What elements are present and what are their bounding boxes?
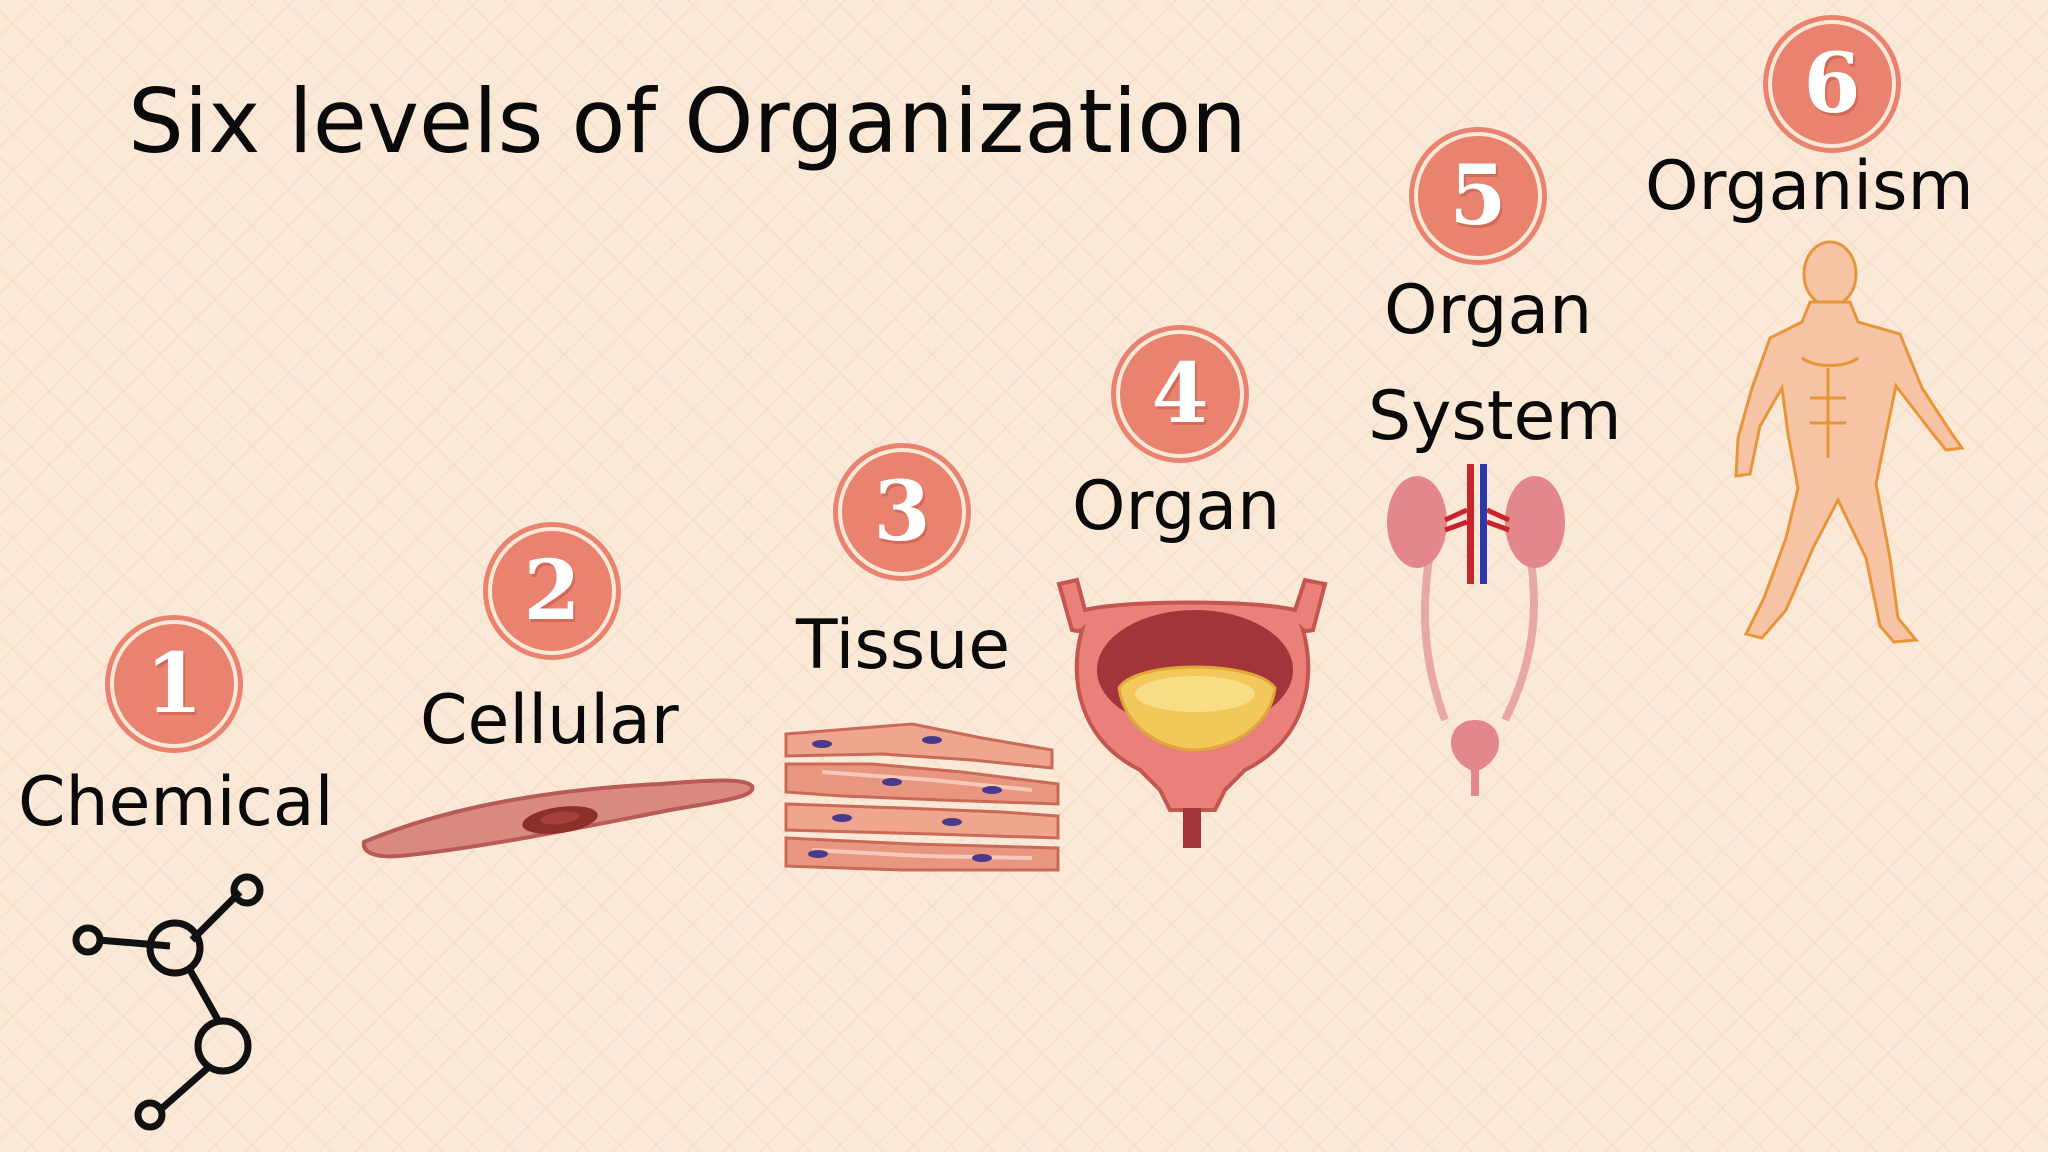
muscle-cell-icon (361, 778, 755, 859)
page-title: Six levels of Organization (128, 70, 1247, 173)
human-body-icon (1734, 240, 1965, 644)
level-1-badge: 1 (110, 620, 238, 748)
level-6-label: Organism (1645, 147, 1974, 226)
level-2-label: Cellular (420, 681, 679, 760)
level-2-badge: 2 (488, 527, 616, 655)
level-5-label-line2: System (1368, 377, 1622, 456)
level-3-badge: 3 (838, 448, 966, 576)
level-5-badge: 5 (1414, 132, 1542, 260)
level-4-badge: 4 (1116, 330, 1244, 458)
urinary-system-icon (1387, 464, 1565, 796)
level-1-label: Chemical (18, 763, 334, 842)
level-3-label: Tissue (796, 606, 1011, 685)
level-5-label-line1: Organ (1384, 271, 1593, 350)
level-6-badge: 6 (1768, 20, 1896, 148)
molecule-icon (72, 873, 264, 1131)
bladder-organ-icon (1056, 577, 1328, 848)
level-4-label: Organ (1072, 467, 1281, 546)
tissue-icon (784, 722, 1060, 872)
